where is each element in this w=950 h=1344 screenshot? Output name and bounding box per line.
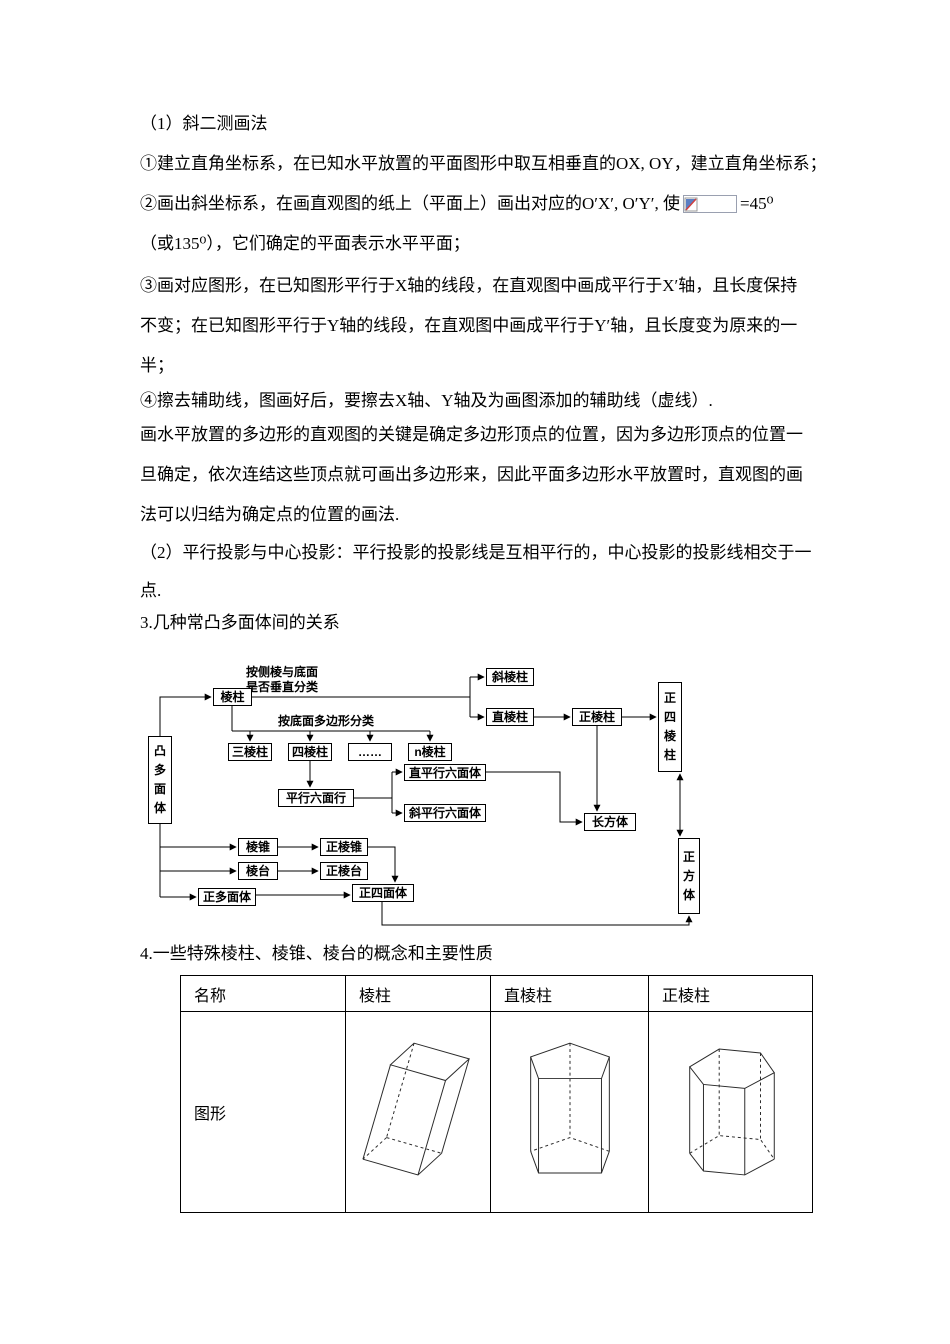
label-line2: 是否垂直分类 xyxy=(245,680,318,694)
node-cuboid: 长方体 xyxy=(584,813,636,831)
node-regular-prism: 正棱柱 xyxy=(572,708,622,726)
section1-heading: （1）斜二测画法 xyxy=(140,114,268,133)
figure-cell-right-prism xyxy=(490,1011,649,1213)
node-frustum: 棱台 xyxy=(238,862,278,880)
node-parallelepiped: 平行六面行 xyxy=(278,789,354,807)
header-right-prism: 直棱柱 xyxy=(490,975,649,1012)
polyhedra-relation-flowchart: 按侧棱与底面 是否垂直分类 按底面多边形分类 棱柱 斜棱柱 直棱柱 正棱柱 正四… xyxy=(140,657,720,942)
vertical-text: 正方体 xyxy=(682,849,695,902)
node-regular-tetrahedron: 正四面体 xyxy=(352,884,414,902)
paragraph-line: 法可以归结为确定点的位置的画法. xyxy=(140,505,400,524)
figure-cell-oblique-prism xyxy=(345,1011,491,1213)
node-convex-polyhedron: 凸多面体 xyxy=(148,736,172,824)
text-after-formula: =45⁰ xyxy=(739,194,774,213)
section4-heading: 4.一些特殊棱柱、棱锥、棱台的概念和主要性质 xyxy=(140,944,493,963)
table-header-row: 名称 棱柱 直棱柱 正棱柱 xyxy=(180,975,813,1012)
figure-cell-regular-prism xyxy=(648,1011,813,1213)
node-triangular-prism: 三棱柱 xyxy=(228,743,272,761)
node-ellipsis: …… xyxy=(348,743,392,761)
broken-image-icon xyxy=(684,197,698,212)
right-prism-figure xyxy=(529,1042,610,1174)
node-oblique-parallelepiped: 斜平行六面体 xyxy=(404,804,486,822)
prism-properties-table: 名称 棱柱 直棱柱 正棱柱 图形 xyxy=(180,975,813,1213)
node-regular-quadrangular-prism: 正四棱柱 xyxy=(658,682,682,772)
paragraph-line: 画水平放置的多边形的直观图的关键是确定多边形顶点的位置，因为多边形顶点的位置一 xyxy=(140,425,803,444)
node-regular-polyhedron: 正多面体 xyxy=(198,888,256,906)
oblique-prism-figure xyxy=(362,1042,471,1176)
classify-by-lateral-edge-label: 按侧棱与底面 是否垂直分类 xyxy=(240,665,324,695)
vertical-text: 凸多面体 xyxy=(153,744,166,815)
paragraph-line: ④擦去辅助线，图画好后，要擦去X轴、Y轴及为画图添加的辅助线（虚线）. xyxy=(140,391,713,410)
paragraph-line: 点. xyxy=(140,581,162,600)
row-label-figure: 图形 xyxy=(180,1011,346,1213)
formula-image-placeholder xyxy=(682,195,737,213)
node-right-parallelepiped: 直平行六面体 xyxy=(404,764,486,781)
table-figure-row: 图形 xyxy=(180,1011,813,1213)
header-regular-prism: 正棱柱 xyxy=(648,975,813,1012)
header-name: 名称 xyxy=(180,975,346,1012)
vertical-text: 正四棱柱 xyxy=(663,691,676,762)
paragraph-line: ③画对应图形，在已知图形平行于X轴的线段，在直观图中画成平行于X′轴，且长度保持 xyxy=(140,276,798,295)
node-pyramid: 棱锥 xyxy=(238,838,278,856)
section3-heading: 3.几种常凸多面体间的关系 xyxy=(140,613,340,632)
node-n-prism: n棱柱 xyxy=(408,743,452,761)
paragraph-line: （2）平行投影与中心投影：平行投影的投影线是互相平行的，中心投影的投影线相交于一 xyxy=(140,543,812,562)
node-cube: 正方体 xyxy=(678,838,700,914)
classify-by-base-polygon-label: 按底面多边形分类 xyxy=(278,714,375,728)
node-prism: 棱柱 xyxy=(213,688,252,706)
node-right-prism: 直棱柱 xyxy=(486,708,534,726)
paragraph-line: ②画出斜坐标系，在画直观图的纸上（平面上）画出对应的O′X′, O′Y′, 使 =… xyxy=(140,192,773,216)
text-before-formula: ②画出斜坐标系，在画直观图的纸上（平面上）画出对应的O′X′, O′Y′, 使 xyxy=(140,194,680,213)
paragraph-line: ①建立直角坐标系，在已知水平放置的平面图形中取互相垂直的OX, OY，建立直角坐… xyxy=(140,154,827,173)
label-line1: 按侧棱与底面 xyxy=(245,665,318,679)
header-prism: 棱柱 xyxy=(345,975,491,1012)
regular-prism-figure xyxy=(688,1048,775,1176)
paragraph-line: 半； xyxy=(140,356,174,375)
node-regular-frustum: 正棱台 xyxy=(320,862,368,880)
paragraph-line: （或135⁰），它们确定的平面表示水平平面； xyxy=(140,234,470,253)
node-oblique-prism: 斜棱柱 xyxy=(486,668,534,686)
node-regular-pyramid: 正棱锥 xyxy=(320,838,368,856)
flowchart-connector-lines xyxy=(159,673,693,926)
node-quadrangular-prism: 四棱柱 xyxy=(288,743,332,761)
paragraph-line: 旦确定，依次连结这些顶点就可画出多边形来，因此平面多边形水平放置时，直观图的画 xyxy=(140,465,803,484)
paragraph-line: 不变；在已知图形平行于Y轴的线段，在直观图中画成平行于Y′轴，且长度变为原来的一 xyxy=(140,316,798,335)
